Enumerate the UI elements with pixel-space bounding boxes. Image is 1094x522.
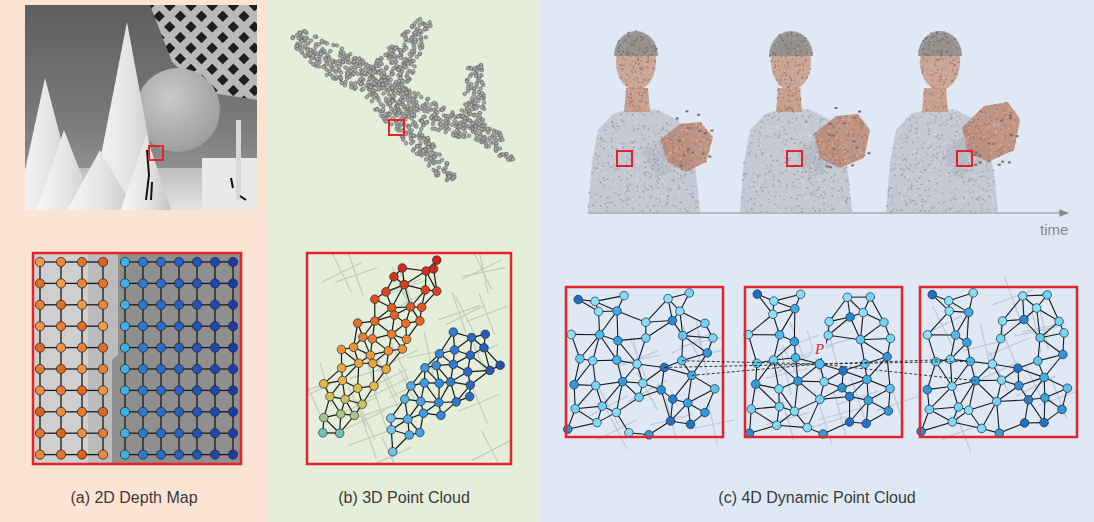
panel: (a) 2D Depth Map — [0, 0, 268, 522]
panel: (b) 3D Point Cloud — [268, 0, 540, 522]
panel-caption: (c) 4D Dynamic Point Cloud — [718, 488, 915, 507]
panel-caption: (a) 2D Depth Map — [70, 488, 197, 507]
panel: (c) 4D Dynamic Point Cloud — [540, 0, 1094, 522]
panel-caption: (b) 3D Point Cloud — [338, 488, 470, 507]
